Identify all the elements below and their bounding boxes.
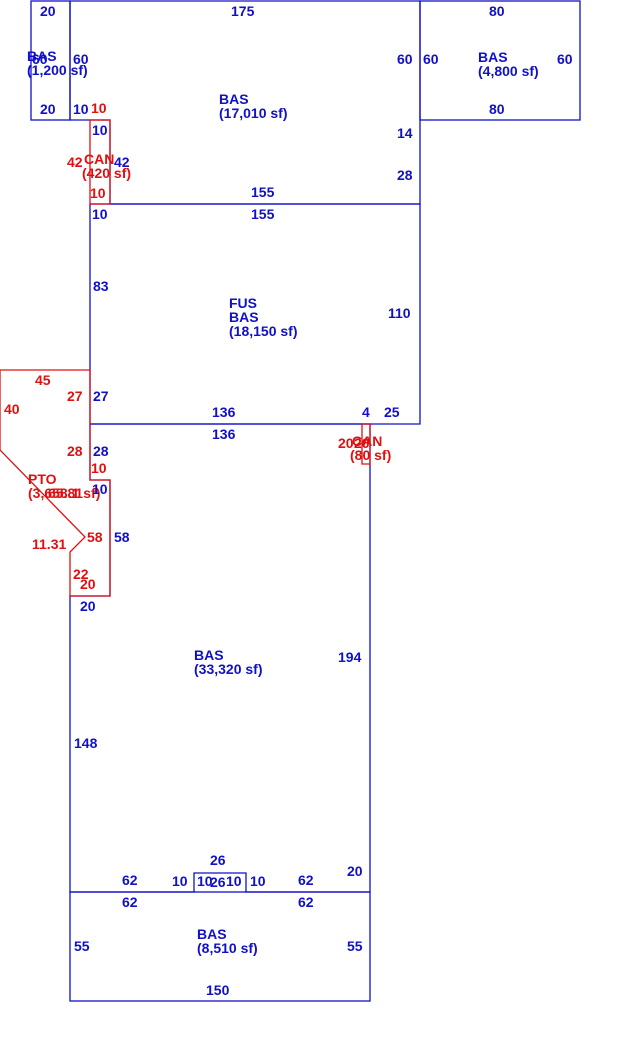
dim-large-left-step: 20 bbox=[80, 598, 96, 614]
can-lower-outline bbox=[361, 423, 371, 465]
dim-main-right-lower: 28 bbox=[397, 167, 413, 183]
dim-pto-diag-a: 65.81 bbox=[48, 485, 83, 501]
dim-main-right-mid: 14 bbox=[397, 125, 413, 141]
bas-small-area: (1,200 sf) bbox=[27, 62, 88, 78]
dim-large-right-lower: 20 bbox=[347, 863, 363, 879]
can-lower-code: CAN bbox=[352, 433, 382, 449]
dim-pto-left: 40 bbox=[4, 401, 20, 417]
dim-canu-right: 42 bbox=[114, 154, 130, 170]
dim-east-top: 80 bbox=[489, 3, 505, 19]
dim-large-bottom-notch-top: 26 bbox=[210, 852, 226, 868]
dim-bottom-top-left: 62 bbox=[122, 894, 138, 910]
dim-main-top: 175 bbox=[231, 3, 255, 19]
dim-small-right: 60 bbox=[73, 51, 89, 67]
bas-bottom-outline bbox=[69, 891, 371, 1002]
dim-large-bottom-notch-l-outer: 10 bbox=[172, 873, 188, 889]
dim-fus-bottom-right: 25 bbox=[384, 404, 400, 420]
dim-pto-notch: 10 bbox=[91, 460, 107, 476]
dim-main-right-upper: 60 bbox=[397, 51, 413, 67]
dim-pto-bottom-v: 22 bbox=[73, 566, 89, 582]
bas-large-code: BAS bbox=[194, 647, 224, 663]
bas-main-code: BAS bbox=[219, 91, 249, 107]
dim-pto-right-upper: 27 bbox=[67, 388, 83, 404]
dim-bottom-bottom: 150 bbox=[206, 982, 230, 998]
bas-east-outline bbox=[419, 0, 581, 121]
fus-bas-area: (18,150 sf) bbox=[229, 323, 297, 339]
dim-bottom-top-right: 62 bbox=[298, 894, 314, 910]
can-lower-area: (80 sf) bbox=[350, 447, 391, 463]
dim-fus-bottom: 136 bbox=[212, 404, 236, 420]
dim-fus-left-lower: 27 bbox=[93, 388, 109, 404]
pto-area: (3,658.1 sf) bbox=[28, 485, 100, 501]
pto-outline bbox=[0, 369, 111, 597]
dim-large-right: 194 bbox=[338, 649, 362, 665]
dim-east-left: 60 bbox=[423, 51, 439, 67]
dim-small-top: 20 bbox=[40, 3, 56, 19]
dim-small-bottom: 20 bbox=[40, 101, 56, 117]
bas-small-code: BAS bbox=[27, 48, 57, 64]
can-upper-outline bbox=[89, 119, 111, 205]
dim-large-bottom-notch-l: 10 bbox=[197, 873, 213, 889]
dim-pto-diag-b: 11.31 bbox=[32, 536, 66, 552]
dim-main-notch: 10 bbox=[73, 101, 89, 117]
dim-fus-bottom-seg: 4 bbox=[362, 404, 370, 420]
fus-bas-outline bbox=[89, 203, 421, 425]
dim-canu-top-inner: 10 bbox=[92, 122, 108, 138]
bas-bottom-area: (8,510 sf) bbox=[197, 940, 258, 956]
dim-east-right: 60 bbox=[557, 51, 573, 67]
dim-fus-top: 155 bbox=[251, 206, 275, 222]
dim-fus-left-upper: 83 bbox=[93, 278, 109, 294]
dim-large-left-mid: 58 bbox=[114, 529, 130, 545]
dim-large-bottom-right: 62 bbox=[298, 872, 314, 888]
bas-east-code: BAS bbox=[478, 49, 508, 65]
dim-canu-top: 10 bbox=[91, 100, 107, 116]
dim-small-left: 60 bbox=[32, 51, 48, 67]
can-upper-area: (420 sf) bbox=[82, 165, 131, 181]
dim-large-left-upper: 28 bbox=[93, 443, 109, 459]
dim-bottom-right: 55 bbox=[347, 938, 363, 954]
dim-large-bottom-left: 62 bbox=[122, 872, 138, 888]
dim-pto-top: 45 bbox=[35, 372, 51, 388]
bas-large-area: (33,320 sf) bbox=[194, 661, 262, 677]
bas-main-area: (17,010 sf) bbox=[219, 105, 287, 121]
bas-bottom-code: BAS bbox=[197, 926, 227, 942]
dim-canu-left: 42 bbox=[67, 154, 83, 170]
fus-bas-code: BAS bbox=[229, 309, 259, 325]
dim-bottom-notch-bottom: 26 bbox=[210, 874, 226, 890]
bas-east-area: (4,800 sf) bbox=[478, 63, 539, 79]
dim-large-bottom-notch-r-outer: 10 bbox=[250, 873, 266, 889]
dim-pto-bottom: 20 bbox=[80, 576, 96, 592]
dim-bottom-left: 55 bbox=[74, 938, 90, 954]
dim-east-bottom: 80 bbox=[489, 101, 505, 117]
dim-canl-left: 20 bbox=[338, 435, 354, 451]
dim-canl-right: 20 bbox=[354, 435, 370, 451]
dim-fus-right: 110 bbox=[388, 305, 411, 321]
dim-pto-right-lower: 58 bbox=[87, 529, 103, 545]
dim-main-bottom: 155 bbox=[251, 184, 275, 200]
dim-large-bottom-notch-r: 10 bbox=[226, 873, 242, 889]
fus-code: FUS bbox=[229, 295, 257, 311]
dim-canu-bottom-inner: 10 bbox=[92, 206, 108, 222]
pto-code: PTO bbox=[28, 471, 57, 487]
dim-large-left-notch: 10 bbox=[92, 481, 108, 497]
dim-large-left-lower: 148 bbox=[74, 735, 98, 751]
dim-canu-bottom: 10 bbox=[90, 185, 106, 201]
dim-large-top-seg: 136 bbox=[212, 426, 236, 442]
dim-pto-right-mid: 28 bbox=[67, 443, 83, 459]
can-upper-code: CAN bbox=[84, 151, 114, 167]
